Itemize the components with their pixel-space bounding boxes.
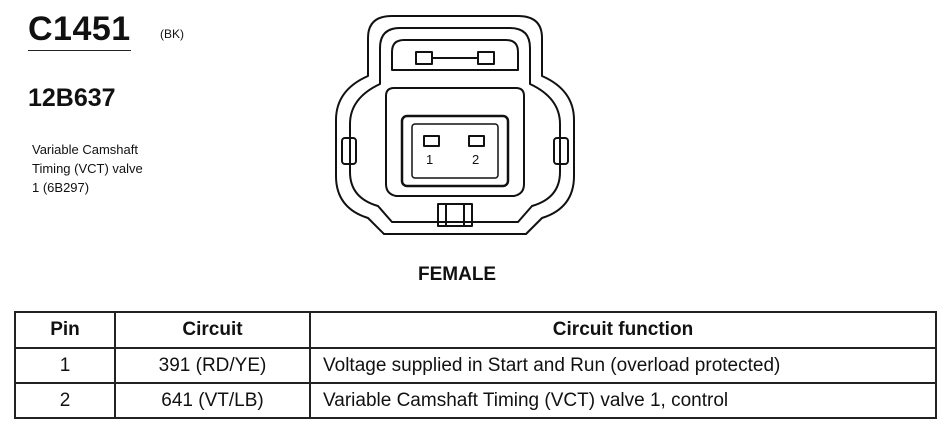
terminal-block-inner [411,123,499,179]
latch-tab-right [477,51,495,65]
component-description: Variable Camshaft Timing (VCT) valve 1 (… [32,140,207,197]
pin-cell: 2 [14,382,116,419]
part-number: 12B637 [28,84,116,112]
column-header-circuit: Circuit [114,311,311,349]
pin-cavity-2 [468,135,485,147]
connector-face-diagram: 1 2 [335,15,575,235]
pin-label: 2 [472,152,479,167]
description-line: Timing (VCT) valve [32,161,143,176]
bottom-key [437,203,473,227]
description-line: 1 (6B297) [32,180,90,195]
connector-gender-label: FEMALE [418,264,497,285]
inner-body-shape [385,87,525,197]
pin-cavity-1 [423,135,440,147]
circuit-function-cell: Variable Camshaft Timing (VCT) valve 1, … [309,382,937,419]
inner-housing-shape [349,27,561,223]
table-header-row: Pin Circuit Circuit function [14,311,937,349]
column-header-pin: Pin [14,311,116,349]
outer-housing-shape [335,15,575,235]
pin-cell: 1 [14,347,116,384]
table-row: 2 641 (VT/LB) Variable Camshaft Timing (… [14,382,937,419]
latch-window-shape [391,39,519,71]
connector-id: C1451 [28,12,131,51]
connector-color-code: (BK) [160,27,184,41]
circuit-cell: 391 (RD/YE) [114,347,311,384]
circuit-function-cell: Voltage supplied in Start and Run (overl… [309,347,937,384]
circuit-cell: 641 (VT/LB) [114,382,311,419]
side-tab-left [341,137,357,165]
pin-label: 1 [426,152,433,167]
terminal-block [400,114,510,188]
description-line: Variable Camshaft [32,142,138,157]
pin-table: Pin Circuit Circuit function 1 391 (RD/Y… [14,311,937,419]
side-tab-right [553,137,569,165]
table-row: 1 391 (RD/YE) Voltage supplied in Start … [14,347,937,384]
column-header-circuit-function: Circuit function [309,311,937,349]
latch-tab-left [415,51,433,65]
